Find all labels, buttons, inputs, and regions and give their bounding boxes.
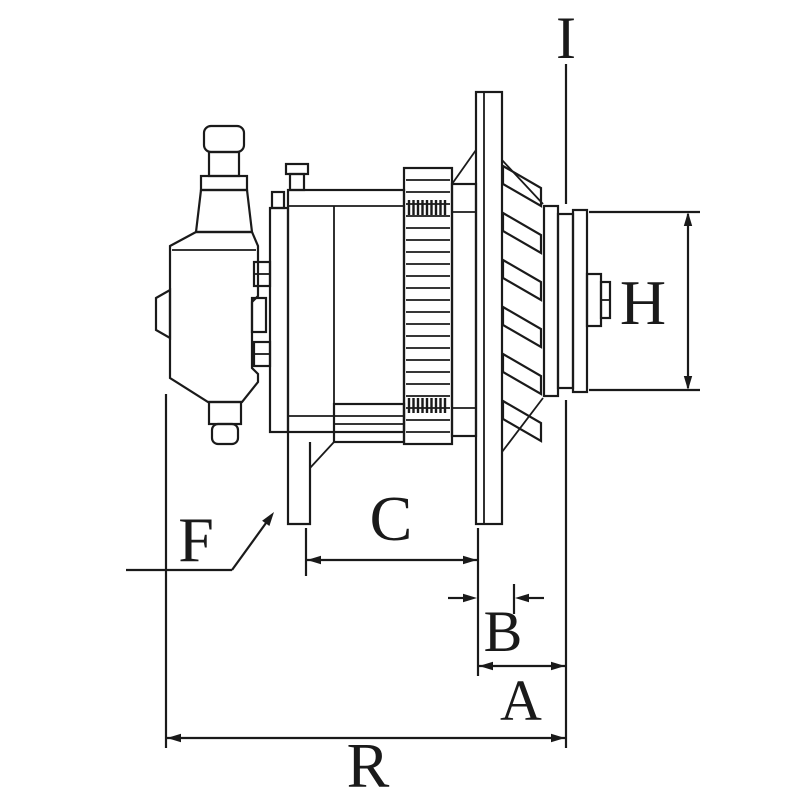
pulley [542, 204, 612, 398]
alternator-body [286, 188, 406, 526]
stator-fins [402, 166, 454, 446]
rear-mounting-plate [474, 90, 504, 526]
dim-label-b: B [483, 599, 523, 664]
dim-leader-f [231, 522, 267, 571]
dimension-lines [126, 64, 700, 748]
dim-label-c: C [369, 483, 413, 554]
rear-housing [450, 149, 478, 438]
dim-label-r: R [346, 730, 390, 800]
dim-label-h: H [619, 267, 667, 338]
fan-blades [501, 159, 544, 453]
dim-label-i: I [556, 5, 576, 71]
vacuum-pump [154, 124, 268, 446]
dim-label-f: F [178, 504, 214, 575]
dim-label-a: A [500, 668, 542, 733]
